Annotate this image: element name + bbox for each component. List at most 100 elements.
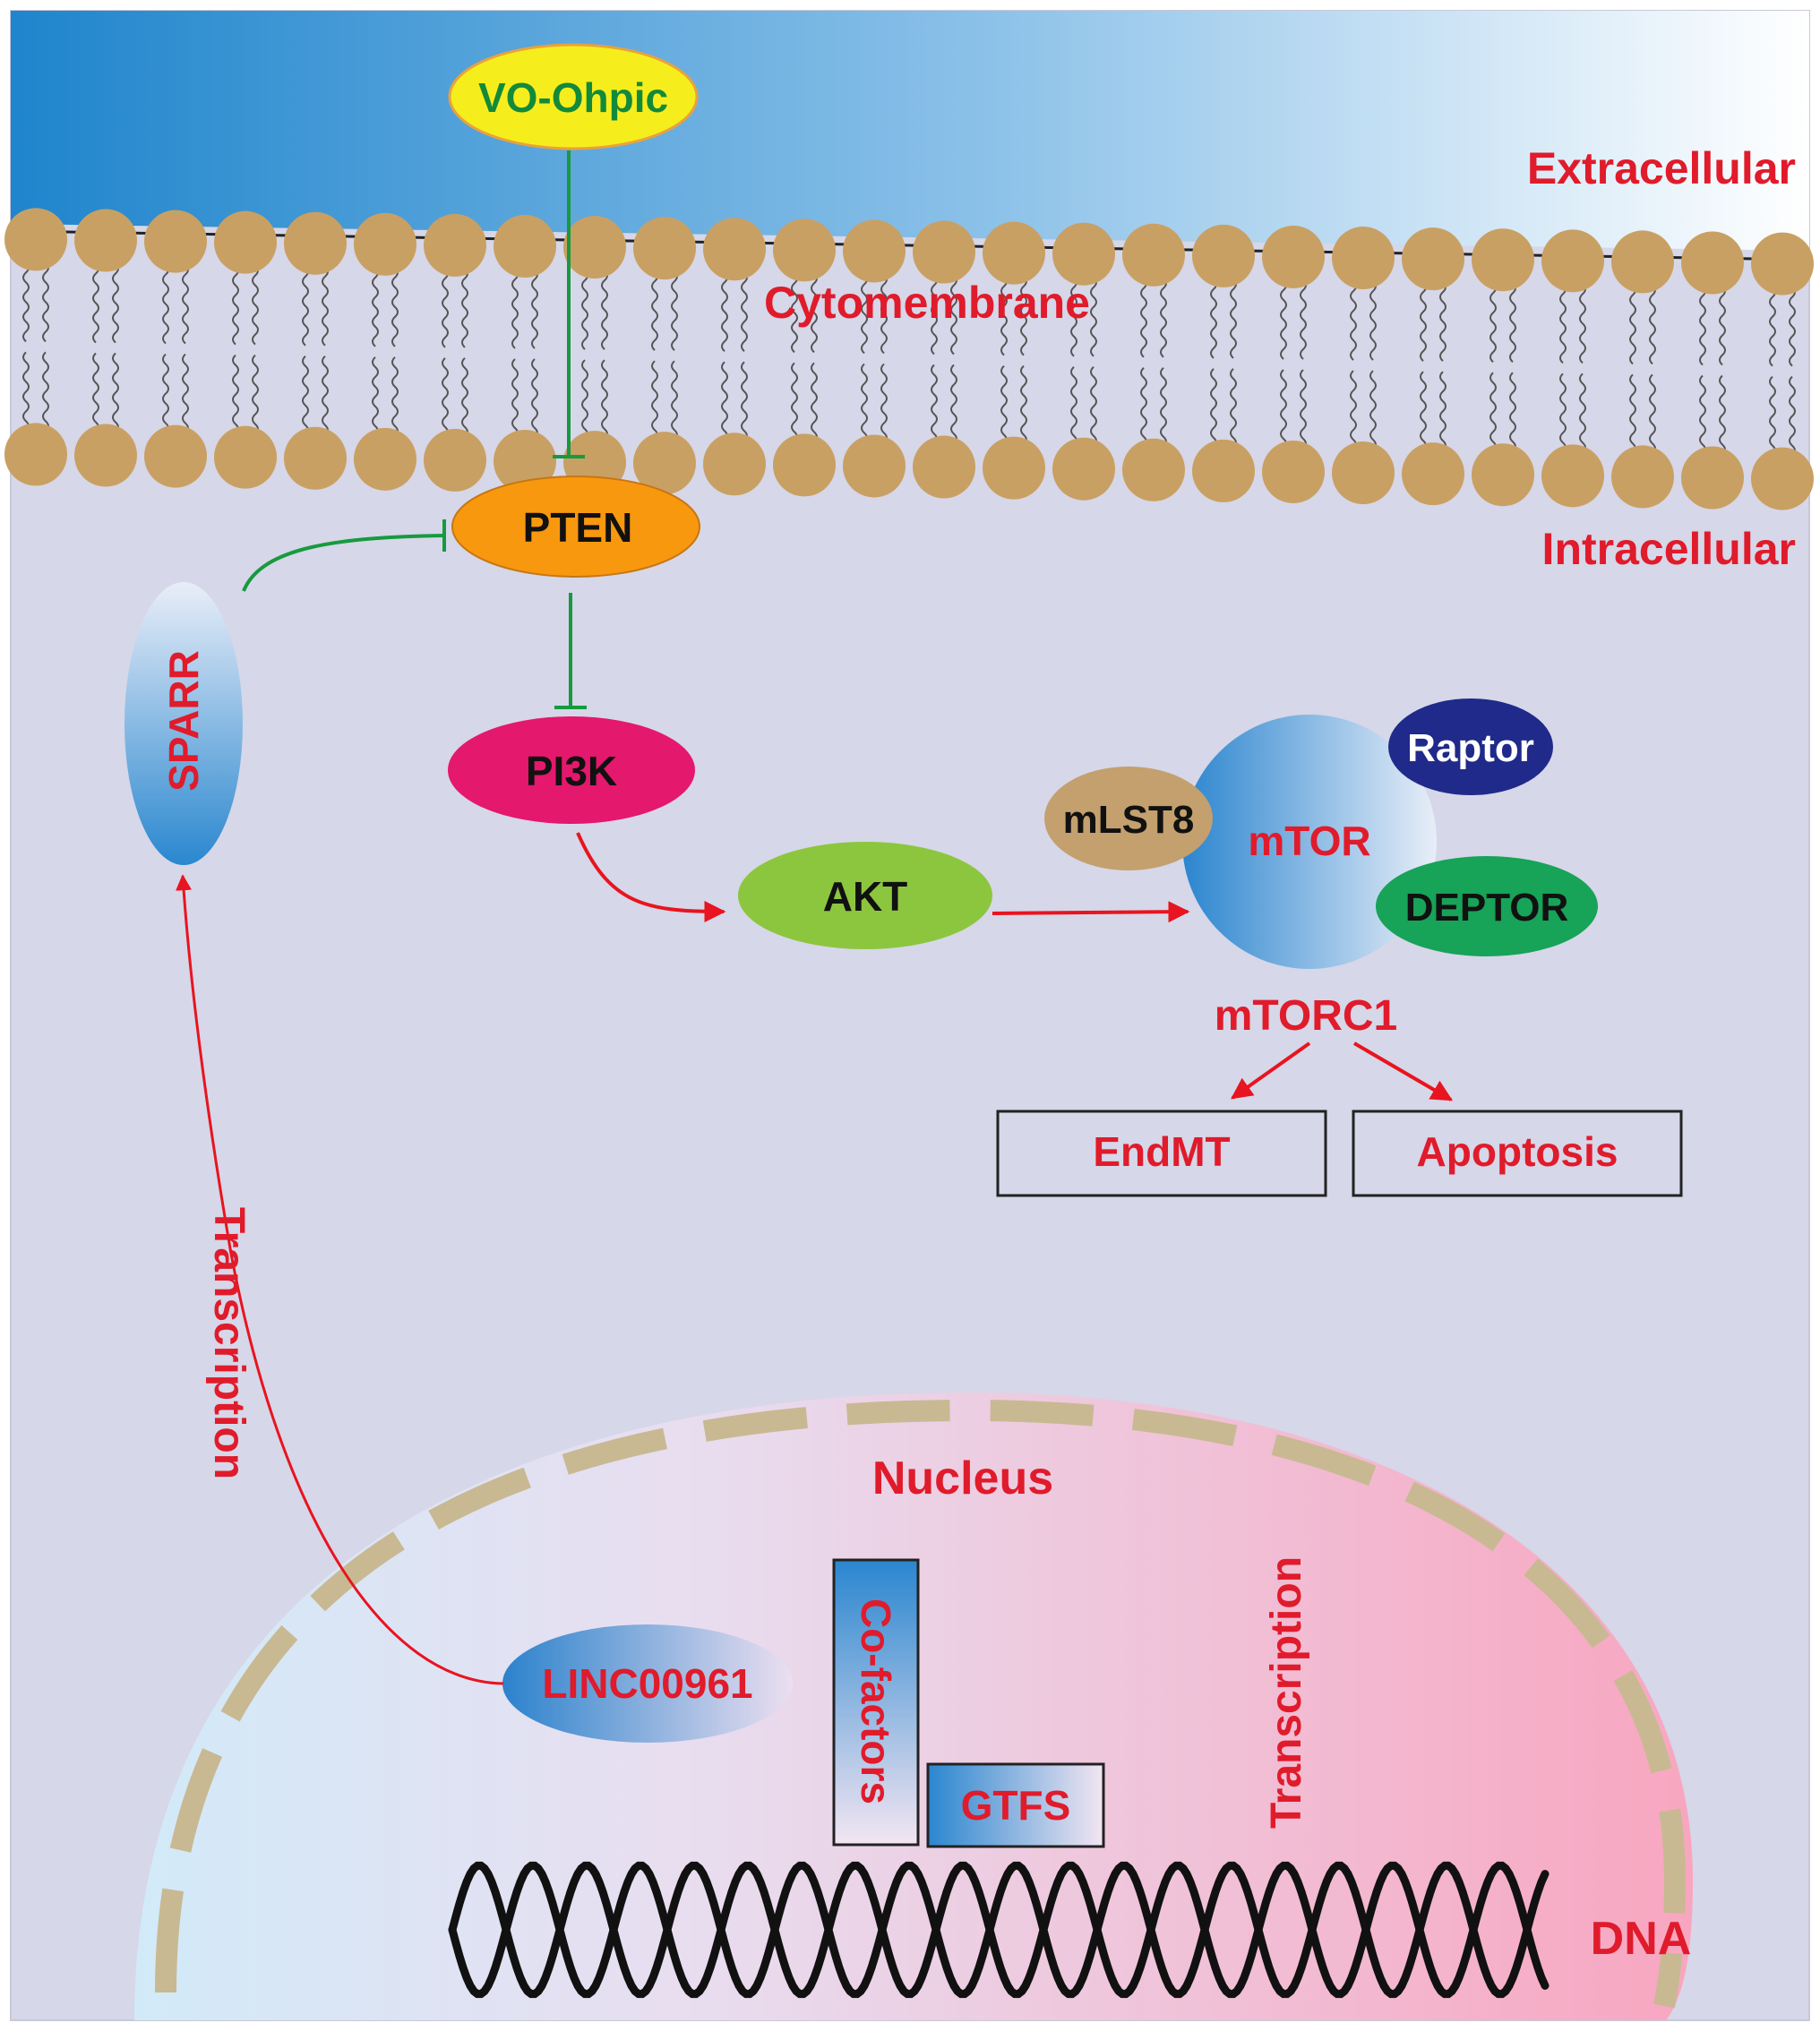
lipid-tail <box>1579 373 1586 454</box>
lipid-head <box>633 217 696 280</box>
lipid-tail <box>931 274 938 356</box>
lipid-tail <box>162 353 169 434</box>
linc00961-node[interactable] <box>502 1624 793 1743</box>
lipid-tail <box>372 267 379 347</box>
akt-to-mtor-arrow <box>992 901 1190 923</box>
lipid-head <box>1262 225 1325 288</box>
lipid-head <box>983 221 1045 285</box>
mtorc1-to-endmt-arrow <box>1231 1041 1311 1100</box>
lipid-tail <box>791 362 798 443</box>
mlst8-node[interactable] <box>1044 767 1213 870</box>
lipid-head <box>913 220 975 284</box>
lipid-tail <box>1000 364 1008 446</box>
pi3k-node[interactable] <box>448 716 695 824</box>
lipid-tail <box>1210 279 1217 359</box>
vo-ohpic-node[interactable] <box>448 43 699 150</box>
lipid-tail <box>322 356 329 436</box>
raptor-node[interactable] <box>1388 698 1553 795</box>
lipid-head <box>1402 442 1464 506</box>
lipid-tail <box>1160 278 1167 358</box>
lipid-tail <box>931 364 938 445</box>
lipid-tail <box>1509 372 1516 452</box>
lipid-head <box>1541 444 1604 508</box>
lipid-head <box>1122 438 1185 501</box>
lipid-tail <box>811 362 818 443</box>
lipid-tail <box>1000 275 1008 356</box>
lipid-head <box>1332 227 1395 290</box>
lipid-tail <box>1300 369 1307 450</box>
lipid-head <box>1611 230 1674 294</box>
lipid-tail <box>391 267 399 347</box>
lipid-tail <box>1439 371 1447 451</box>
lipid-head <box>74 209 137 272</box>
lipid-head <box>1611 445 1674 509</box>
lipid-head <box>703 218 766 281</box>
mlst8-label: mLST8 <box>1063 798 1195 842</box>
lipid-head <box>494 430 556 493</box>
vo-ohpic-label: VO-Ohpic <box>478 74 668 121</box>
lipid-tail <box>581 359 588 440</box>
lipid-tail <box>1629 284 1636 365</box>
lipid-head <box>74 424 137 487</box>
lipid-tail <box>442 357 449 438</box>
lipid-head <box>284 426 347 490</box>
lipid-head <box>214 210 277 274</box>
lipid-tail <box>1439 281 1447 362</box>
lipid-tail <box>1369 370 1377 450</box>
lipid-tail <box>741 361 748 442</box>
lipid-tail <box>1559 373 1567 454</box>
deptor-label: DEPTOR <box>1405 886 1569 930</box>
lipid-tail <box>232 264 239 346</box>
lipid-head <box>214 425 277 489</box>
akt-node[interactable] <box>738 842 992 949</box>
lipid-tail <box>1369 280 1377 361</box>
nuclear-envelope <box>155 1399 1687 2009</box>
lipid-tail <box>950 364 957 445</box>
lipid-tail <box>531 269 538 349</box>
lipid-head <box>1052 437 1115 501</box>
lipid-tail <box>791 272 798 354</box>
lipid-head <box>424 213 486 277</box>
lipid-tail <box>741 271 748 353</box>
lipid-tail <box>182 263 189 345</box>
lipid-tail <box>1300 279 1307 360</box>
lipid-head <box>1541 229 1604 293</box>
endmt-box <box>996 1110 1327 1197</box>
lipid-tail <box>1280 279 1287 360</box>
lipid-tail <box>1230 368 1237 449</box>
lipid-tail <box>880 273 888 355</box>
lipid-tail <box>252 354 259 435</box>
lipid-tail <box>1020 364 1027 446</box>
sparr-node[interactable] <box>124 582 243 865</box>
lipid-tail <box>112 352 119 433</box>
dna-helix <box>448 1861 1550 1999</box>
lipid-tail <box>1140 367 1147 448</box>
dna-strand <box>448 1861 1550 1999</box>
extracellular-label: Extracellular <box>1527 143 1796 193</box>
raptor-label: Raptor <box>1407 726 1534 770</box>
deptor-node[interactable] <box>1376 856 1598 956</box>
cytomembrane-label: Cytomembrane <box>764 278 1090 328</box>
intracellular-label: Intracellular <box>1542 524 1796 574</box>
lipid-tail <box>162 263 169 345</box>
lipid-tail <box>1070 276 1077 357</box>
lipid-tail <box>651 270 658 351</box>
pi3k-to-akt-arrow <box>576 832 726 922</box>
lipid-tail <box>1559 283 1567 364</box>
lipid-tail <box>531 358 538 439</box>
pten-node[interactable] <box>451 476 700 578</box>
lipid-head <box>1402 227 1464 291</box>
mtor-node[interactable] <box>1182 715 1437 969</box>
lipid-tail <box>1280 369 1287 450</box>
lipid-head <box>4 423 67 486</box>
lipid-tail <box>42 351 49 433</box>
lipid-tail <box>1070 365 1077 447</box>
pten-label: PTEN <box>523 504 633 551</box>
lipid-tail <box>1699 285 1706 366</box>
lipid-head <box>1681 231 1744 295</box>
extracellular-region <box>11 11 1809 251</box>
lipid-tail <box>302 356 309 436</box>
lipid-head <box>1681 446 1744 510</box>
lipid-head <box>703 433 766 496</box>
